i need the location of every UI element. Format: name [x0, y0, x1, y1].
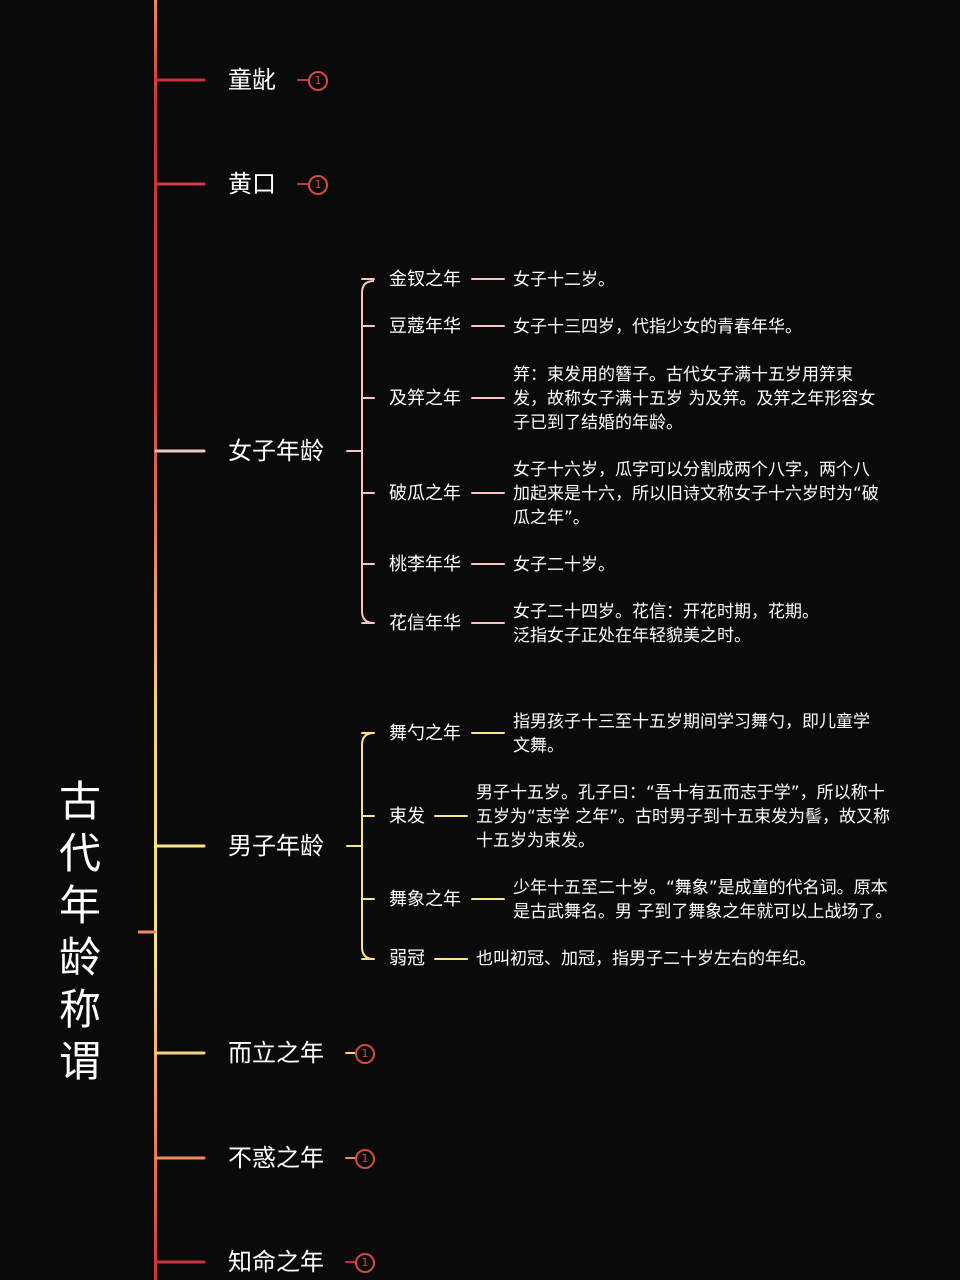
node-taoli[interactable]: 桃李年华 — [389, 554, 461, 575]
desc-line: 泛指女子正处在年轻貌美之时。 — [513, 626, 751, 646]
branch-male-age[interactable]: 男子年龄 — [228, 832, 324, 860]
desc-line: 子已到了结婚的年龄。 — [513, 413, 683, 433]
expand-badge-huangkou[interactable]: 1 — [308, 175, 328, 195]
expand-badge-erli[interactable]: 1 — [355, 1044, 375, 1064]
branch-female-age[interactable]: 女子年龄 — [228, 437, 324, 465]
node-doukou[interactable]: 豆蔻年华 — [389, 316, 461, 337]
desc-line: 五岁为“志学 之年”。古时男子到十五束发为髻，故又称 — [476, 807, 891, 827]
desc-line: 男子十五岁。孔子曰：“吾十有五而志于学”，所以称十 — [476, 783, 885, 803]
desc-line: 十五岁为束发。 — [476, 831, 595, 851]
root-title-char: 年 — [58, 881, 101, 930]
desc-line: 笄：束发用的簪子。古代女子满十五岁用笄束 — [513, 365, 853, 385]
expand-badge-buhuo[interactable]: 1 — [355, 1149, 375, 1169]
expand-badge-tongchen[interactable]: 1 — [308, 71, 328, 91]
desc-line: 瓜之年”。 — [513, 508, 590, 528]
main-spine — [154, 0, 157, 1280]
root-title-char: 谓 — [58, 1037, 101, 1086]
female-bracket — [361, 280, 375, 624]
root-title: 古 代 年 龄 称 谓 — [52, 776, 108, 1088]
desc-jinchai: 女子十二岁。 — [513, 268, 615, 292]
node-jinchai[interactable]: 金钗之年 — [389, 269, 461, 290]
branch-tongchen[interactable]: 童龀 — [228, 66, 276, 94]
root-title-char: 古 — [58, 777, 101, 826]
desc-wushao: 指男孩子十三至十五岁期间学习舞勺，即儿童学 文舞。 — [513, 710, 870, 758]
branch-zhiming[interactable]: 知命之年 — [228, 1248, 324, 1276]
desc-doukou: 女子十三四岁，代指少女的青春年华。 — [513, 315, 802, 339]
node-wuxiang[interactable]: 舞象之年 — [389, 889, 461, 910]
desc-line: 女子二十岁。 — [513, 555, 615, 575]
desc-line: 文舞。 — [513, 736, 564, 756]
desc-pogua: 女子十六岁，瓜字可以分割成两个八字，两个八 加起来是十六，所以旧诗文称女子十六岁… — [513, 458, 879, 530]
desc-line: 指男孩子十三至十五岁期间学习舞勺，即儿童学 — [513, 712, 870, 732]
desc-line: 也叫初冠、加冠，指男子二十岁左右的年纪。 — [476, 949, 816, 969]
desc-line: 发，故称女子满十五岁 为及笄。及笄之年形容女 — [513, 389, 876, 409]
desc-line: 加起来是十六，所以旧诗文称女子十六岁时为“破 — [513, 484, 879, 504]
desc-taoli: 女子二十岁。 — [513, 553, 615, 577]
expand-badge-zhiming[interactable]: 1 — [355, 1253, 375, 1273]
root-title-char: 称 — [58, 985, 101, 1034]
desc-wuxiang: 少年十五至二十岁。“舞象”是成童的代名词。原本 是古武舞名。男 子到了舞象之年就… — [513, 876, 892, 924]
desc-line: 女子十二岁。 — [513, 270, 615, 290]
desc-jiji: 笄：束发用的簪子。古代女子满十五岁用笄束 发，故称女子满十五岁 为及笄。及笄之年… — [513, 363, 875, 435]
desc-line: 少年十五至二十岁。“舞象”是成童的代名词。原本 — [513, 878, 888, 898]
node-pogua[interactable]: 破瓜之年 — [389, 483, 461, 504]
node-jiji[interactable]: 及笄之年 — [389, 388, 461, 409]
node-ruoguan[interactable]: 弱冠 — [389, 948, 425, 969]
male-bracket — [361, 732, 375, 960]
root-title-char: 代 — [58, 829, 101, 878]
desc-huaxin: 女子二十四岁。花信：开花时期，花期。 泛指女子正处在年轻貌美之时。 — [513, 600, 819, 648]
branch-buhuo[interactable]: 不惑之年 — [228, 1144, 324, 1172]
node-huaxin[interactable]: 花信年华 — [389, 613, 461, 634]
desc-line: 女子二十四岁。花信：开花时期，花期。 — [513, 602, 819, 622]
node-shufa[interactable]: 束发 — [389, 806, 425, 827]
desc-ruoguan: 也叫初冠、加冠，指男子二十岁左右的年纪。 — [476, 947, 816, 971]
desc-shufa: 男子十五岁。孔子曰：“吾十有五而志于学”，所以称十 五岁为“志学 之年”。古时男… — [476, 781, 890, 853]
desc-line: 女子十六岁，瓜字可以分割成两个八字，两个八 — [513, 460, 870, 480]
branch-erli[interactable]: 而立之年 — [228, 1039, 324, 1067]
desc-line: 是古武舞名。男 子到了舞象之年就可以上战场了。 — [513, 902, 893, 922]
node-wushao[interactable]: 舞勺之年 — [389, 723, 461, 744]
desc-line: 女子十三四岁，代指少女的青春年华。 — [513, 317, 802, 337]
root-title-char: 龄 — [58, 933, 101, 982]
branch-huangkou[interactable]: 黄口 — [228, 170, 276, 198]
